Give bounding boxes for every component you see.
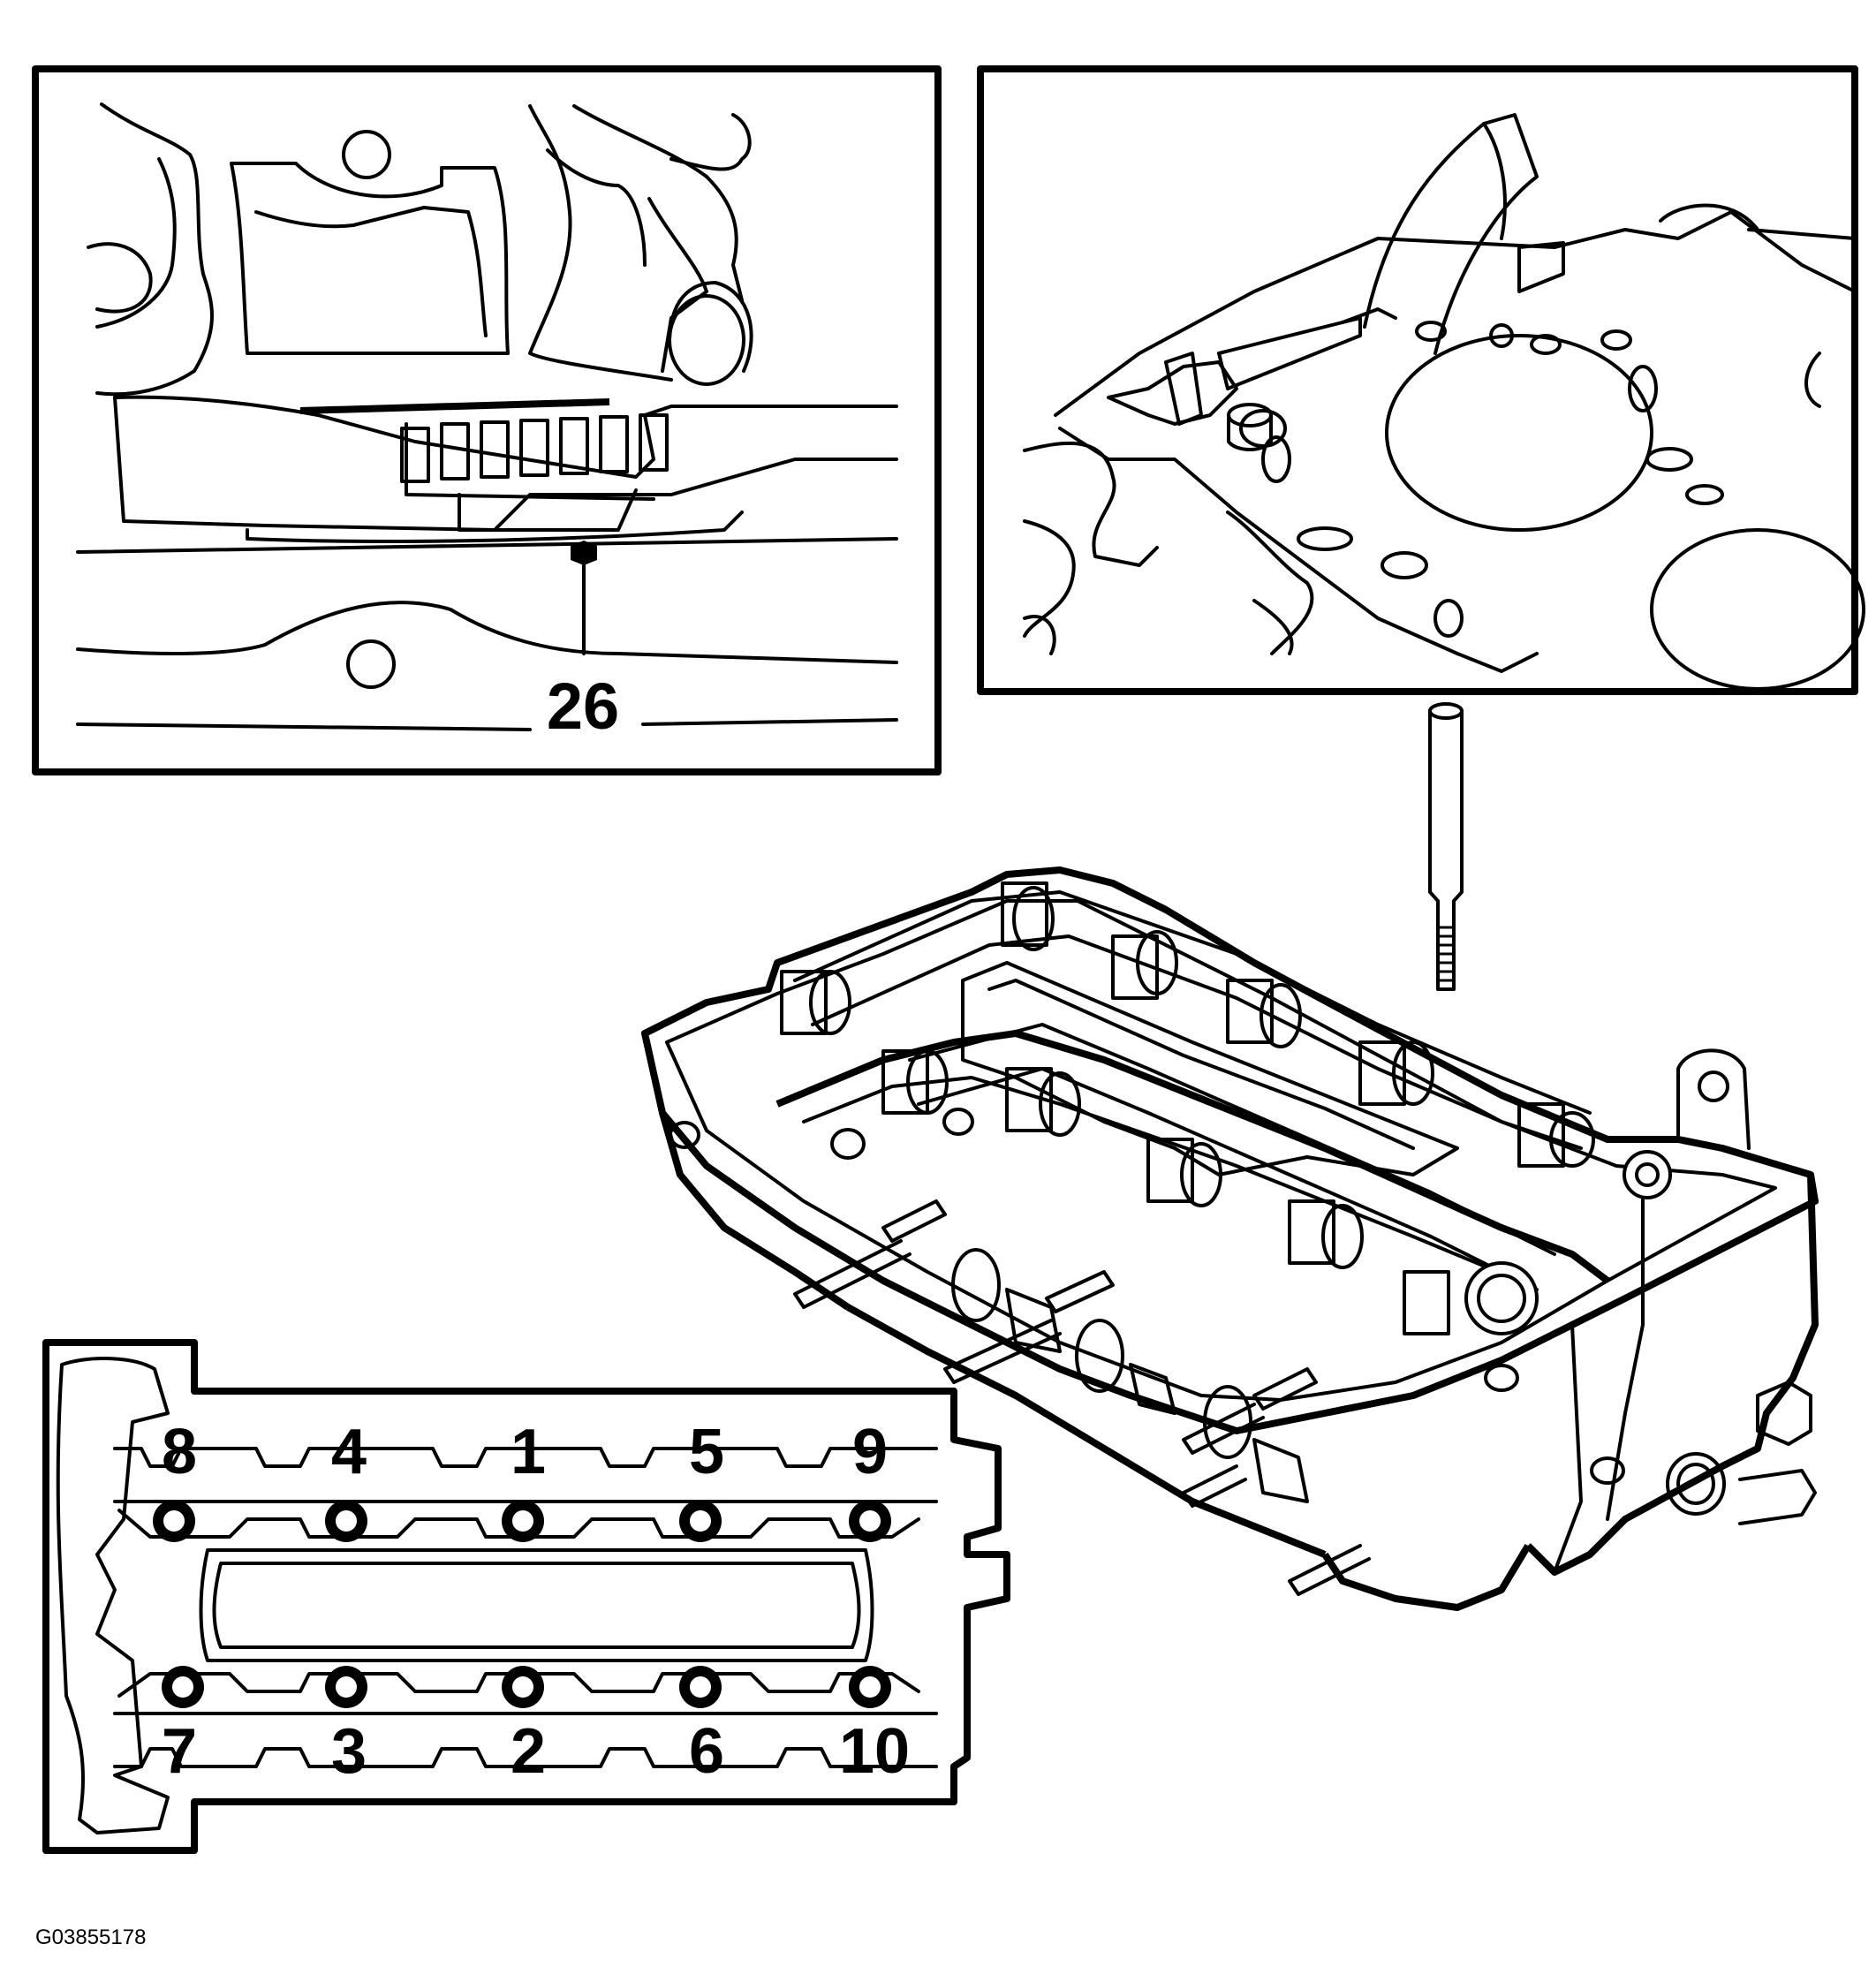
sequence-number: 9 bbox=[852, 1417, 888, 1487]
timing-chain bbox=[400, 413, 669, 483]
sequence-number: 3 bbox=[331, 1716, 367, 1787]
cylinder-bore-2 bbox=[1650, 528, 1865, 691]
sequence-number: 2 bbox=[511, 1716, 546, 1787]
head-bolts-top-row bbox=[153, 1500, 891, 1542]
callout-label-26: 26 bbox=[547, 669, 619, 743]
end-fittings bbox=[1484, 1364, 1817, 1525]
sequence-numbers-top: 8 4 1 5 9 bbox=[162, 1417, 888, 1487]
tightening-sequence-diagram: 8 4 1 5 9 7 3 2 6 10 bbox=[42, 1339, 1010, 1854]
sequence-number: 8 bbox=[162, 1417, 197, 1487]
cylinder-head-assembly bbox=[641, 866, 1819, 1611]
lifting-eye bbox=[1676, 1048, 1751, 1150]
sequence-number: 1 bbox=[511, 1417, 546, 1487]
intake-camshaft bbox=[906, 1023, 1556, 1335]
bolt-hole-bottom bbox=[346, 639, 396, 689]
head-bolt-1 bbox=[502, 1500, 544, 1542]
inset-gasket-detail bbox=[977, 65, 1865, 695]
inset-frame-left bbox=[32, 65, 942, 775]
inset-timing-detail: 26 bbox=[32, 65, 942, 775]
sequence-number: 7 bbox=[162, 1716, 197, 1787]
bolt-hole-top bbox=[342, 130, 391, 179]
head-bolt-2 bbox=[502, 1666, 544, 1708]
inset-frame-right bbox=[977, 65, 1858, 695]
intake-cam-end bbox=[1464, 1261, 1539, 1335]
head-bolt-5 bbox=[679, 1500, 722, 1542]
head-bolt-8 bbox=[153, 1500, 195, 1542]
sequence-number: 6 bbox=[689, 1716, 724, 1787]
side-studs bbox=[793, 1199, 1371, 1596]
head-bolt-7 bbox=[162, 1666, 204, 1708]
callout-marker-26 bbox=[571, 541, 597, 565]
figure-code: G03855178 bbox=[35, 1925, 147, 1949]
exhaust-cam-end bbox=[1623, 1150, 1672, 1199]
sequence-number: 5 bbox=[689, 1417, 724, 1487]
head-bolt-9 bbox=[849, 1500, 891, 1542]
cam-bearing-caps bbox=[780, 881, 1565, 1335]
head-bolt-4 bbox=[325, 1500, 367, 1542]
head-bolt-3 bbox=[325, 1666, 367, 1708]
cylinder-bore-1 bbox=[1385, 334, 1653, 532]
round-cap bbox=[668, 294, 745, 386]
sequence-number: 4 bbox=[331, 1417, 367, 1487]
head-bolts-bottom-row bbox=[162, 1666, 891, 1708]
sequence-number: 10 bbox=[839, 1716, 910, 1787]
guide-pin bbox=[1428, 702, 1464, 991]
head-bolt-10 bbox=[849, 1666, 891, 1708]
sequence-numbers-bottom: 7 3 2 6 10 bbox=[162, 1716, 910, 1787]
head-bolt-6 bbox=[679, 1666, 722, 1708]
exhaust-camshaft bbox=[793, 886, 1672, 1199]
